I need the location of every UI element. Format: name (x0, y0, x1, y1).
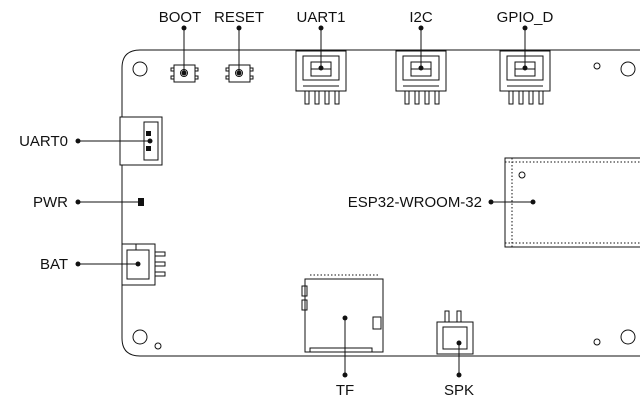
callout-reset (236, 25, 242, 76)
callout-gpio-d (522, 25, 528, 71)
callout-i2c (418, 25, 424, 71)
label-spk: SPK (444, 382, 474, 399)
pcb-outline (121, 49, 640, 357)
label-boot: BOOT (159, 9, 202, 26)
label-reset: RESET (214, 9, 264, 26)
mounting-hole-bottom-left (132, 329, 148, 345)
mounting-hole-top-right (620, 61, 636, 77)
callout-spk (456, 340, 462, 378)
tf-card-slot (301, 274, 384, 353)
label-bat: BAT (40, 256, 68, 273)
fiducial-top-right (593, 62, 601, 70)
spk-connector (436, 310, 474, 355)
callout-esp32 (488, 199, 536, 205)
callout-tf (342, 315, 348, 378)
callout-boot (181, 25, 187, 76)
i2c-connector (395, 50, 447, 105)
callout-uart0 (75, 138, 153, 144)
label-tf: TF (336, 382, 354, 399)
label-esp32: ESP32-WROOM-32 (348, 194, 482, 211)
callout-uart1 (318, 25, 324, 71)
mounting-hole-bottom-right (620, 329, 636, 345)
fiducial-bottom-left (154, 342, 162, 350)
label-i2c: I2C (409, 9, 433, 26)
fiducial-bottom-right (593, 338, 601, 346)
label-pwr: PWR (33, 194, 68, 211)
callout-pwr (75, 199, 141, 205)
label-uart1: UART1 (297, 9, 346, 26)
label-uart0: UART0 (19, 133, 68, 150)
callout-bat (75, 261, 141, 267)
label-gpio-d: GPIO_D (497, 9, 554, 26)
mounting-hole-top-left (132, 61, 148, 77)
